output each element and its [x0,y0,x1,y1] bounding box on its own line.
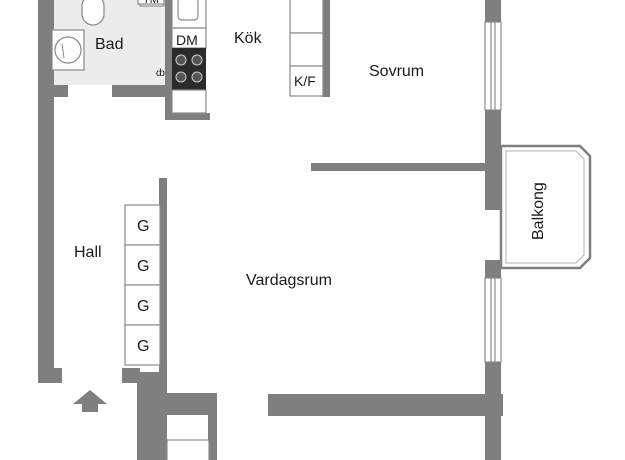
room-label-hall: Hall [74,244,102,261]
fixture-label-kf: K/F [294,73,316,89]
lower-cabinet [166,439,210,460]
bathroom-fixtures: ȸ [51,0,165,79]
room-label-kok: Kök [234,30,263,47]
stove [172,48,206,90]
wardrobe-label: G [137,258,149,275]
windows [484,21,502,363]
kitchen-fixtures [171,0,324,114]
wardrobes [124,204,161,366]
balcony-outline [499,144,592,270]
tm-box [137,0,165,5]
walls [38,0,503,460]
fixture-label-tm: TM [143,0,159,6]
entrance-arrow-icon [73,390,107,412]
room-label-balkong: Balkong [530,182,547,240]
wardrobe-label: G [137,218,149,235]
room-label-bad: Bad [95,36,123,53]
balcony-inner [505,150,585,264]
room-label-vardagsrum: Vardagsrum [246,272,332,289]
room-label-sovrum: Sovrum [369,63,424,80]
fixture-label-dm: DM [176,32,198,48]
svg-text:ȸ: ȸ [156,68,165,79]
wardrobe-label: G [137,298,149,315]
wardrobe-label: G [137,338,149,355]
